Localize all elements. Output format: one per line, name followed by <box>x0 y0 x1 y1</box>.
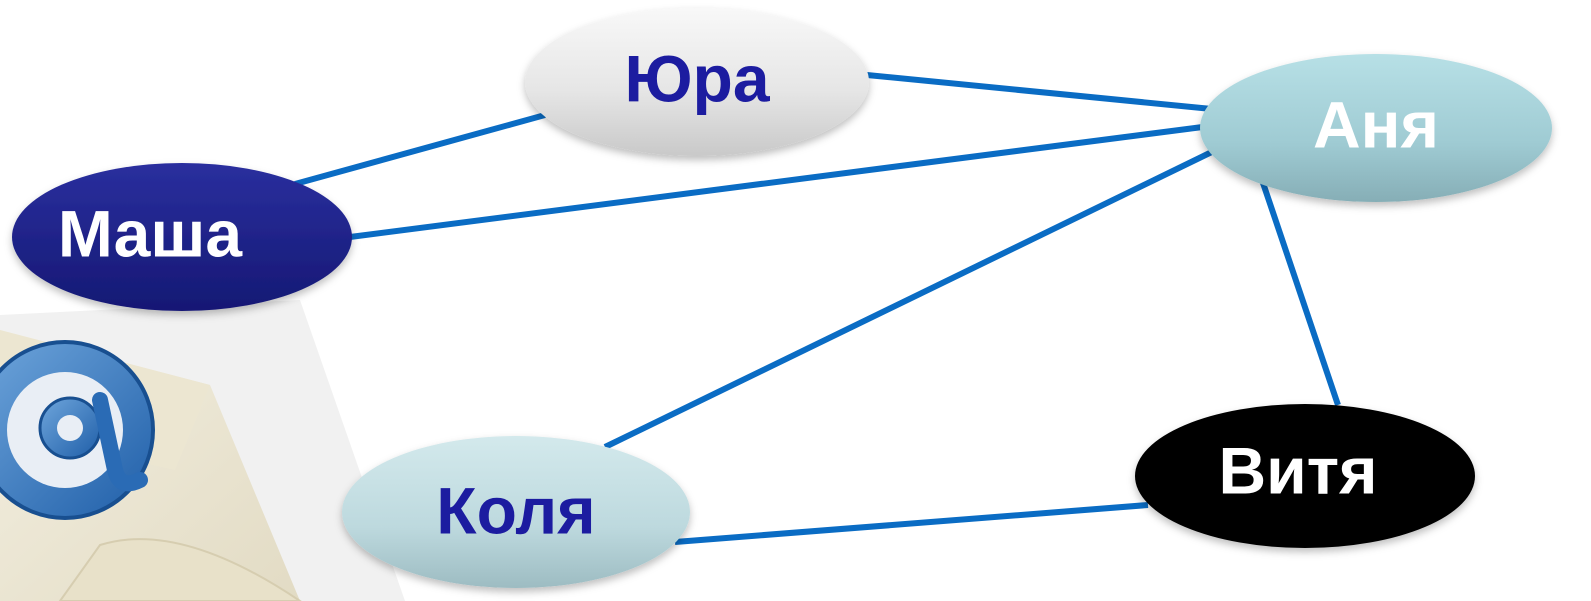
node-vitya-ellipse <box>1135 404 1475 548</box>
node-kolya-ellipse <box>342 436 690 588</box>
node-yura: Юра <box>525 8 869 156</box>
node-masha-ellipse <box>12 163 352 311</box>
email-envelope-at-icon <box>0 300 405 601</box>
node-kolya: Коля <box>342 436 690 588</box>
node-yura-label: Юра <box>624 41 770 115</box>
edge-yura-anya <box>866 72 1223 113</box>
edge-anya-vitya <box>1259 179 1341 406</box>
edge-kolya-vitya <box>674 502 1149 545</box>
node-masha-label: Маша <box>58 196 244 270</box>
edge-kolya-anya <box>603 144 1224 450</box>
node-anya-label: Аня <box>1313 87 1439 161</box>
node-masha: Маша <box>12 163 352 311</box>
node-vitya-label: Витя <box>1218 433 1377 507</box>
edge-masha-yura <box>294 112 546 187</box>
edges <box>294 72 1341 545</box>
node-yura-ellipse <box>525 8 869 156</box>
node-anya: Аня <box>1200 54 1552 202</box>
node-anya-ellipse <box>1200 54 1552 202</box>
node-kolya-label: Коля <box>436 473 595 547</box>
edge-masha-anya <box>349 122 1219 240</box>
node-vitya: Витя <box>1135 404 1475 548</box>
